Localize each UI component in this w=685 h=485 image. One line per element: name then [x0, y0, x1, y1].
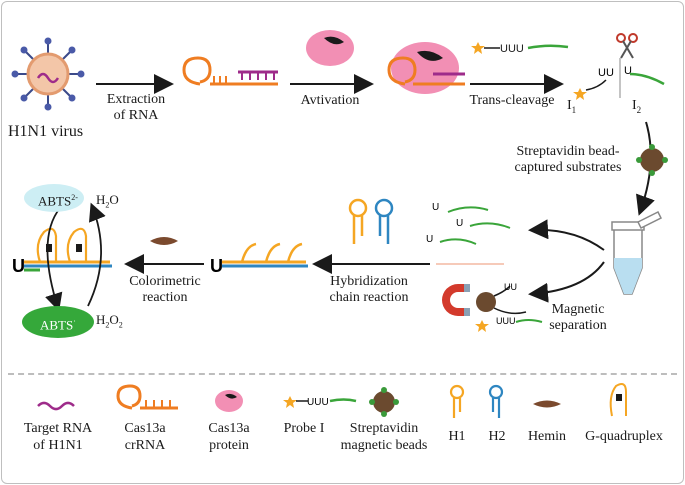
- magnet-icon: [442, 284, 470, 316]
- crRNA-icon: [182, 56, 278, 86]
- legend-icons: UUU: [37, 383, 627, 418]
- captured-bead-icon: UU UUU: [475, 282, 543, 332]
- cas13a-protein-icon: [306, 30, 354, 66]
- legend-cas13a-label: Cas13a protein: [208, 421, 250, 453]
- h2o-label: H2O: [96, 192, 119, 210]
- extraction-label: Extraction of RNA: [106, 92, 166, 123]
- legend-target-rna-icon: [37, 401, 75, 411]
- activated-complex-icon: [387, 42, 465, 94]
- svg-text:U: U: [432, 202, 439, 213]
- svg-text:UUU: UUU: [500, 43, 524, 55]
- hemin-icon: [150, 237, 178, 245]
- legend-divider: [8, 373, 677, 375]
- virus-label: H1N1 virus: [8, 123, 84, 140]
- legend-g-quadruplex-label: G-quadruplex: [585, 429, 663, 444]
- abts-top-label: ABTS2-: [38, 193, 78, 209]
- legend-h1-icon: [449, 384, 465, 418]
- arrow-h2o-up: [87, 202, 106, 307]
- legend-probe-label: Probe I: [283, 421, 325, 436]
- colorimetric-label: Colorimetric reaction: [129, 274, 201, 305]
- svg-text:U: U: [456, 218, 463, 229]
- legend-bead-label: Streptavidin magnetic beads: [340, 421, 428, 453]
- legend-g-quadruplex-icon: [609, 383, 627, 417]
- g-quadruplex-complex-icon: U: [12, 227, 112, 276]
- legend-hemin-icon: [533, 400, 561, 408]
- magnetic-separation-label: Magnetic separation: [549, 302, 607, 333]
- legend-h2-label: H2: [488, 429, 506, 444]
- hairpin-h1-icon: [348, 198, 368, 244]
- abts-reduced-icon: [24, 184, 84, 212]
- svg-text:U: U: [12, 256, 25, 276]
- abts-oxidized-icon: [22, 306, 94, 338]
- svg-text:U: U: [624, 65, 632, 77]
- legend-target-rna-label: Target RNA of H1N1: [23, 421, 93, 453]
- scissors-icon: [616, 33, 638, 59]
- probe-icon: UUU: [471, 42, 569, 55]
- legend-cas13a-icon: [215, 390, 243, 412]
- svg-text:U: U: [426, 234, 433, 245]
- svg-text:UU: UU: [598, 67, 614, 79]
- arrow-supernatant: [528, 219, 605, 251]
- h2o2-label: H2O2: [96, 312, 123, 330]
- hcr-label: Hybridization chain reaction: [329, 274, 409, 305]
- hcr-product-icon: U: [210, 242, 308, 276]
- svg-text:UUU: UUU: [496, 316, 516, 326]
- cleaved-probe-icon: UU U: [573, 58, 665, 100]
- cut-label-2: I2: [632, 98, 642, 115]
- activation-label: Avtivation: [300, 93, 360, 108]
- svg-text:UU: UU: [504, 282, 517, 292]
- legend-bead-icon: [369, 387, 399, 417]
- bead-icon: [636, 144, 668, 176]
- virus-icon: [11, 37, 85, 111]
- released-fragments-icon: U U U: [426, 202, 511, 245]
- trans-cleavage-label: Trans-cleavage: [469, 93, 555, 108]
- abts-bottom-label: ABTS·: [40, 317, 76, 333]
- legend-crRNA-icon: [116, 384, 178, 410]
- legend-probe-icon: UUU: [283, 396, 357, 408]
- tube-icon: [611, 210, 663, 295]
- legend-hemin-label: Hemin: [527, 429, 567, 444]
- arrow-abts-down: [45, 207, 63, 312]
- hairpin-h2-icon: [374, 198, 394, 244]
- svg-text:U: U: [210, 256, 223, 276]
- legend-h2-icon: [488, 384, 504, 418]
- bead-capture-label: Streptavidin bead- captured substrates: [514, 144, 622, 175]
- legend-h1-label: H1: [448, 429, 466, 444]
- arrow-magnetic: [528, 261, 605, 303]
- svg-text:UUU: UUU: [307, 397, 329, 408]
- legend-crRNA-label: Cas13a crRNA: [124, 421, 166, 453]
- cut-label-1: I1: [567, 98, 577, 115]
